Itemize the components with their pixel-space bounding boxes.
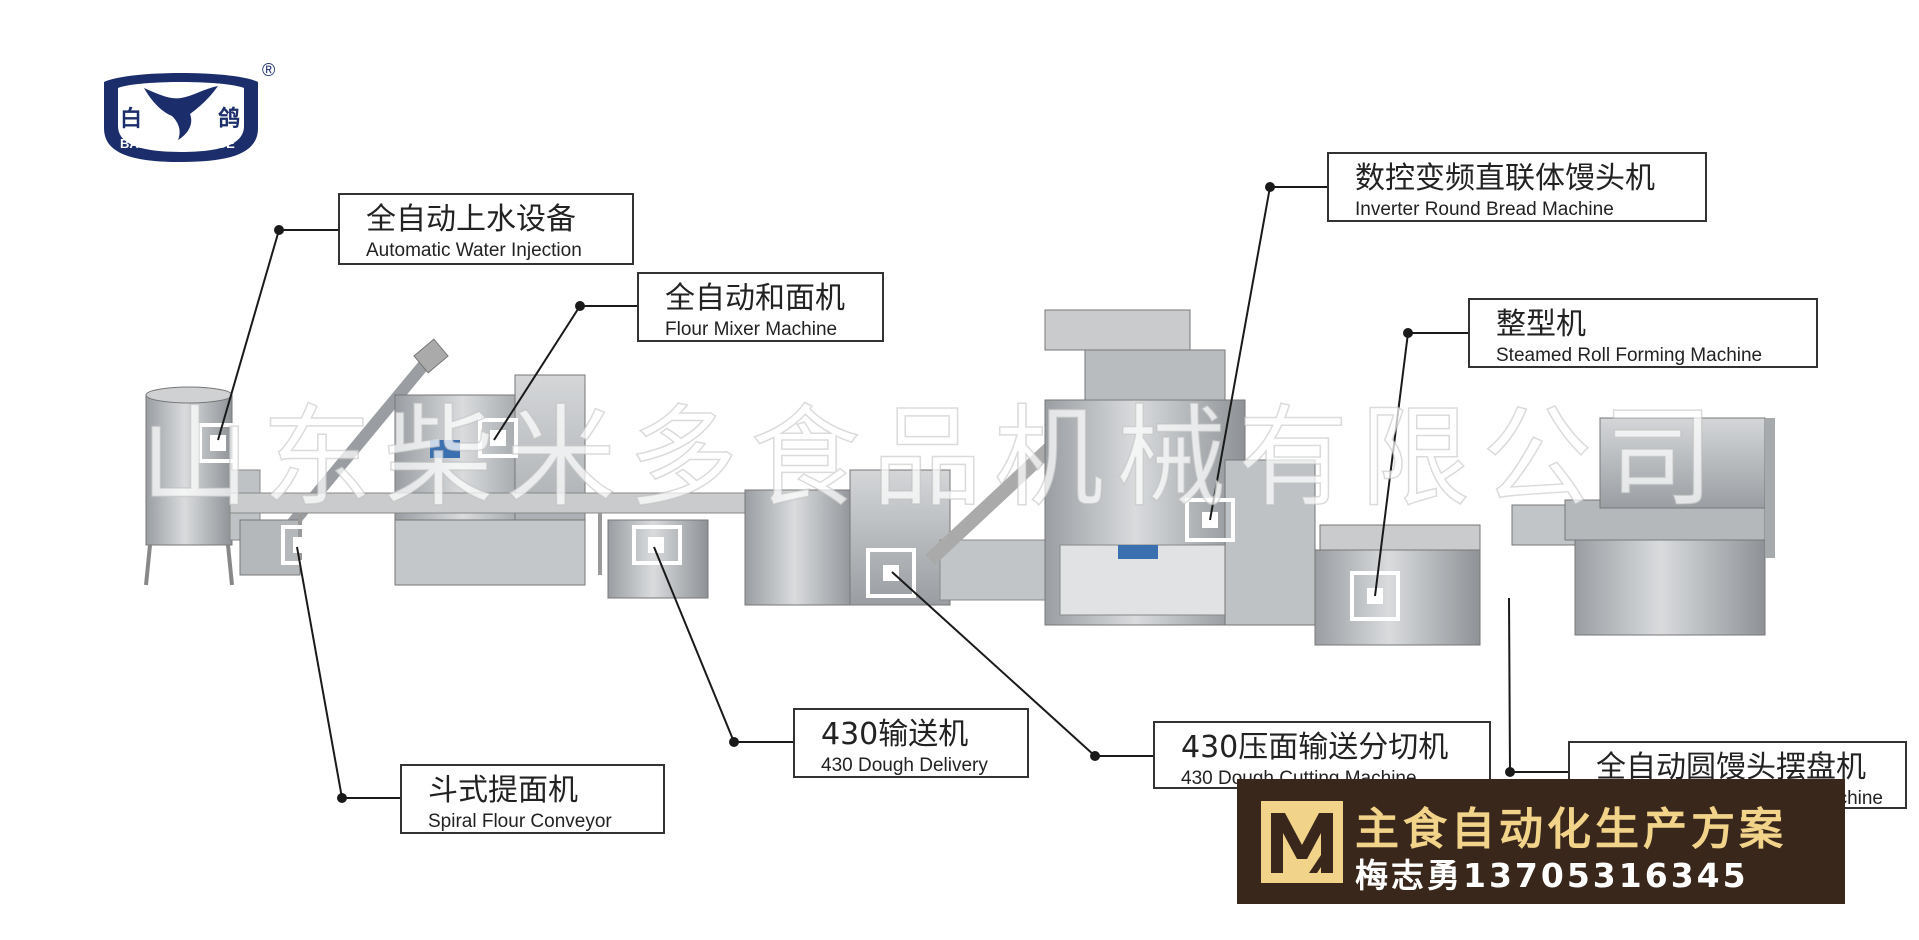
label-en: Automatic Water Injection	[366, 240, 582, 261]
company-watermark: 山东柴米多食品机械有限公司	[139, 394, 1726, 522]
baige-logo: 白 鸽 BAI GE	[104, 73, 258, 162]
label-roll-forming: 整型机 Steamed Roll Forming Machine	[1468, 298, 1818, 368]
round-bread-machine	[1044, 309, 1316, 626]
roll-forming-machine	[1314, 524, 1481, 646]
label-en: Flour Mixer Machine	[665, 319, 838, 340]
label-water-injection: 全自动上水设备 Automatic Water Injection	[338, 193, 634, 265]
label-en: Inverter Round Bread Machine	[1355, 199, 1614, 220]
registered-mark: ®	[262, 60, 276, 80]
conveyor-belt	[229, 492, 751, 599]
label-dough-cutting: 430压面输送分切机 430 Dough Cutting Machine	[1153, 721, 1491, 789]
banner-title: 主食自动化生产方案	[1355, 804, 1787, 855]
label-cn: 整型机	[1496, 307, 1586, 342]
logo-char-left: 白	[120, 106, 142, 132]
label-round-bread: 数控变频直联体馒头机 Inverter Round Bread Machine	[1327, 152, 1707, 222]
label-cn: 430压面输送分切机	[1181, 730, 1449, 765]
flour-mixer-machine	[394, 374, 586, 586]
label-spiral-conveyor: 斗式提面机 Spiral Flour Conveyor	[400, 764, 665, 834]
m-logo-icon	[1261, 801, 1343, 883]
logo-text-right: GE	[216, 136, 235, 151]
label-cn: 430输送机	[821, 717, 969, 752]
label-dough-delivery: 430输送机 430 Dough Delivery	[793, 708, 1029, 778]
dove-icon	[144, 86, 218, 140]
label-cn: 全自动上水设备	[366, 202, 576, 237]
logo-char-right: 鸽	[218, 106, 240, 132]
label-cn: 斗式提面机	[428, 773, 578, 808]
label-en: Spiral Flour Conveyor	[428, 811, 612, 832]
tray-placer-machine	[1511, 417, 1775, 636]
banner-contact: 梅志勇13705316345	[1355, 856, 1749, 895]
logo-text-left: BAI	[120, 136, 142, 151]
callout-dots	[274, 182, 1515, 803]
label-cn: 全自动和面机	[665, 281, 845, 316]
label-flour-mixer: 全自动和面机 Flour Mixer Machine	[637, 272, 884, 342]
label-en: 430 Dough Delivery	[821, 755, 988, 776]
label-cn: 数控变频直联体馒头机	[1355, 161, 1655, 196]
contact-banner: 主食自动化生产方案 梅志勇13705316345	[1237, 779, 1845, 904]
label-en: Steamed Roll Forming Machine	[1496, 345, 1763, 366]
